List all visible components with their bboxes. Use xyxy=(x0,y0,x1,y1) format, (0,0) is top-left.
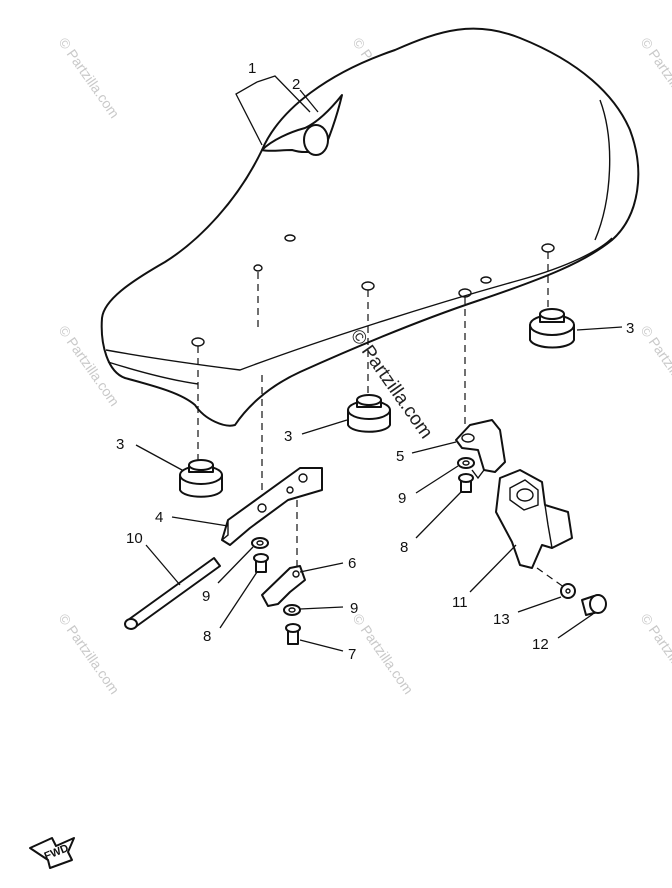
leader-1b xyxy=(256,75,311,113)
seat-side-seam-lower xyxy=(107,361,199,385)
leader-10 xyxy=(145,544,181,586)
leader-2 xyxy=(299,89,319,113)
callout-3: 3 xyxy=(626,320,634,337)
watermark-tile: © Partzilla.com xyxy=(638,323,672,409)
callout-10: 10 xyxy=(126,530,143,547)
bolt-8-front xyxy=(253,553,269,573)
fwd-arrow-icon: FWD xyxy=(29,837,75,869)
callout-8: 8 xyxy=(400,539,408,556)
callout-9: 9 xyxy=(202,588,210,605)
leader-3b xyxy=(135,444,183,471)
callout-1: 1 xyxy=(248,60,256,77)
watermark-tile: © Partzilla.com xyxy=(56,35,123,121)
leader-3a xyxy=(576,326,623,331)
leader-9a xyxy=(415,465,459,494)
leader-12 xyxy=(557,613,594,639)
watermark-tile: © Partzilla.com xyxy=(638,611,672,697)
washer-13 xyxy=(560,583,576,599)
leader-13 xyxy=(517,596,562,613)
front-bracket xyxy=(221,467,323,546)
bolt-8-rear xyxy=(458,473,474,493)
leader-9c xyxy=(299,606,344,610)
callout-2: 2 xyxy=(292,76,300,93)
hinge-bracket xyxy=(455,419,506,480)
bolt-7 xyxy=(285,623,301,645)
leader-8a xyxy=(415,491,462,539)
leader-11 xyxy=(469,544,517,593)
callout-4: 4 xyxy=(155,509,163,526)
seat-foam-roll xyxy=(303,124,329,156)
callout-6: 6 xyxy=(348,555,356,572)
leader-9b xyxy=(217,546,254,584)
watermark-tile: © Partzilla.com xyxy=(56,611,123,697)
damper-rear xyxy=(529,308,575,349)
seat-rear-seam xyxy=(594,99,611,241)
callout-9: 9 xyxy=(398,490,406,507)
washer-9-front xyxy=(251,537,269,549)
leader-6 xyxy=(299,562,344,573)
callout-3: 3 xyxy=(116,436,124,453)
callout-11: 11 xyxy=(452,594,468,611)
watermark-tile: © Partzilla.com xyxy=(350,611,417,697)
leader-3c xyxy=(301,419,348,435)
bolt-12 xyxy=(581,594,607,616)
damper-front xyxy=(179,459,223,498)
leader-8b xyxy=(219,571,258,629)
leader-4 xyxy=(171,516,229,527)
callout-8: 8 xyxy=(203,628,211,645)
callout-12: 12 xyxy=(532,636,549,653)
assembly-lines xyxy=(197,252,569,591)
watermark-tile: © Partzilla.com xyxy=(638,35,672,121)
seat-side-seam xyxy=(105,237,613,371)
damper-middle xyxy=(347,394,391,433)
seat-hook xyxy=(261,565,306,607)
callout-labels: 1 2 3 3 3 4 5 6 7 8 8 9 9 9 10 11 12 13 xyxy=(116,60,634,663)
leader-7 xyxy=(299,639,344,652)
washer-9-rear xyxy=(457,457,475,469)
seat-mount-hole xyxy=(253,264,263,272)
callout-5: 5 xyxy=(396,448,404,465)
washer-9-hook xyxy=(283,604,301,616)
callout-9: 9 xyxy=(350,600,358,617)
seat-lock xyxy=(495,469,573,569)
callout-7: 7 xyxy=(348,646,356,663)
seat-assembly xyxy=(100,27,640,427)
callout-3: 3 xyxy=(284,428,292,445)
leader-1 xyxy=(235,81,263,146)
seat-mount-hole xyxy=(284,234,296,242)
leader-lines xyxy=(135,75,623,652)
leader-5 xyxy=(411,441,457,454)
callout-13: 13 xyxy=(493,611,510,628)
seat-mount-hole xyxy=(480,276,492,284)
hinge-rod xyxy=(124,557,221,630)
assembly-line xyxy=(536,567,569,591)
